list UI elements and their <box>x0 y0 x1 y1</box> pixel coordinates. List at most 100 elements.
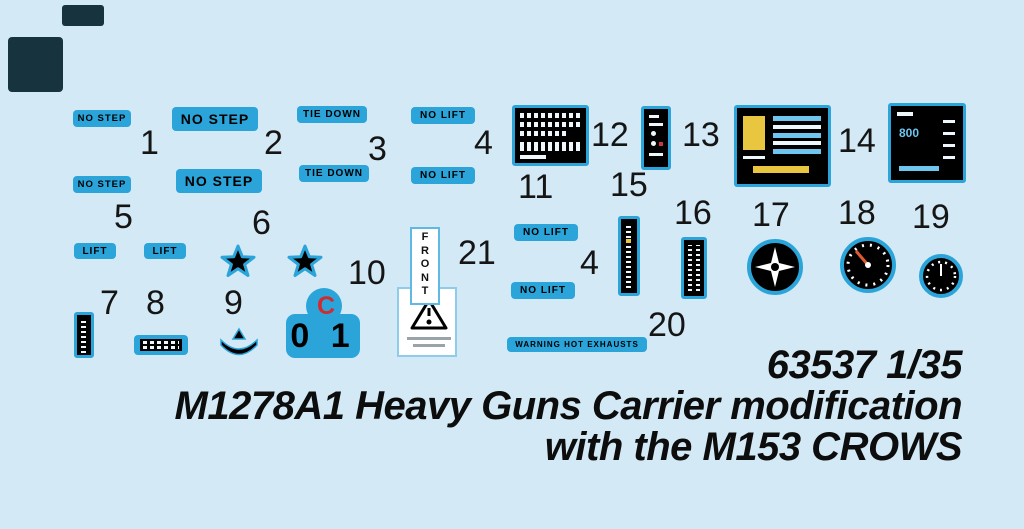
callout-7: 7 <box>100 284 119 322</box>
display-panel-decal: 800 <box>888 103 966 183</box>
callout-18: 18 <box>838 194 876 232</box>
callout-11: 11 <box>518 168 554 206</box>
panel-texture <box>696 245 700 291</box>
panel-texture <box>743 156 765 159</box>
panel-texture <box>743 116 765 150</box>
bumper-digits-decal: 0 1 <box>286 314 360 358</box>
placard-strip-decal <box>74 312 94 358</box>
placard-text-line <box>413 344 445 347</box>
panel-texture <box>626 224 631 288</box>
front-letter: N <box>421 271 429 284</box>
screen-panel-decal <box>512 105 589 166</box>
decal-no-step: NO STEP <box>73 176 131 193</box>
decal-warning-hot-exhausts: WARNING HOT EXHAUSTS <box>507 337 647 352</box>
compass-gauge-icon <box>746 238 804 296</box>
footer-title-block: 63537 1/35 M1278A1 Heavy Guns Carrier mo… <box>174 343 963 469</box>
front-letter: F <box>421 231 429 243</box>
decal-no-lift: NO LIFT <box>511 282 575 299</box>
callout-8: 8 <box>146 284 165 322</box>
panel-texture <box>649 123 663 126</box>
kit-number: 63537 1/35 <box>766 343 963 387</box>
panel-texture <box>651 131 656 136</box>
panel-texture <box>649 115 659 118</box>
panel-texture <box>520 131 566 136</box>
callout-10: 10 <box>348 254 386 292</box>
panel-texture <box>520 113 580 118</box>
panel-texture <box>773 149 821 154</box>
panel-texture <box>81 319 86 353</box>
star-icon <box>220 243 256 279</box>
panel-texture <box>773 133 821 138</box>
decal-no-step: NO STEP <box>73 110 131 127</box>
callout-3: 3 <box>368 130 387 168</box>
front-letter: O <box>420 258 430 270</box>
data-plate-decal <box>134 335 188 355</box>
panel-texture <box>943 120 955 123</box>
decal-tie-down: TIE DOWN <box>299 165 369 182</box>
panel-texture <box>626 239 631 243</box>
panel-texture <box>899 166 939 171</box>
decal-no-lift: NO LIFT <box>514 224 578 241</box>
dark-fragment <box>62 5 104 26</box>
panel-readout-800: 800 <box>899 126 920 140</box>
panel-texture <box>753 166 809 173</box>
panel-texture <box>651 141 656 146</box>
panel-texture <box>943 144 955 147</box>
callout-12: 12 <box>591 116 629 154</box>
panel-texture <box>897 112 913 116</box>
small-gauge-icon <box>918 253 964 299</box>
title-line-2: with the M153 CROWS <box>544 425 963 469</box>
title-line-1: M1278A1 Heavy Guns Carrier modification <box>174 384 963 428</box>
control-panel-decal <box>734 105 831 187</box>
panel-texture <box>520 122 580 127</box>
star-icon <box>287 243 323 279</box>
decal-lift: LIFT <box>74 243 116 259</box>
panel-texture <box>773 116 821 121</box>
callout-14: 14 <box>838 122 876 160</box>
callout-6: 6 <box>252 204 271 242</box>
front-letter: T <box>421 285 429 297</box>
front-marking-decal: F R O N T <box>410 227 440 305</box>
insignia-icon <box>218 326 260 362</box>
decal-tie-down: TIE DOWN <box>297 106 367 123</box>
panel-texture <box>773 125 821 129</box>
red-c-marker: C <box>317 292 336 320</box>
decal-no-lift: NO LIFT <box>411 167 475 184</box>
speedometer-gauge-icon <box>839 236 897 294</box>
panel-texture <box>143 341 179 344</box>
callout-17: 17 <box>752 196 790 234</box>
panel-texture <box>520 142 580 151</box>
callout-2: 2 <box>264 124 283 162</box>
panel-texture <box>773 141 821 145</box>
placard-strip-decal <box>618 216 640 296</box>
warning-triangle-icon <box>410 298 448 330</box>
callout-9: 9 <box>224 284 243 322</box>
callout-21: 21 <box>458 234 496 272</box>
callout-1: 1 <box>140 124 159 162</box>
panel-texture <box>943 132 955 135</box>
decal-lift: LIFT <box>144 243 186 259</box>
callout-20: 20 <box>648 306 686 344</box>
dark-fragment <box>8 37 63 92</box>
callout-4: 4 <box>474 124 493 162</box>
decal-no-step: NO STEP <box>172 107 258 131</box>
placard-strip-decal <box>681 237 707 299</box>
decal-no-step: NO STEP <box>176 169 262 193</box>
panel-texture <box>688 245 692 291</box>
panel-texture <box>659 142 663 146</box>
callout-16: 16 <box>674 194 712 232</box>
plate-inner <box>140 339 182 351</box>
panel-texture <box>520 155 546 159</box>
panel-texture <box>943 156 955 159</box>
callout-4b: 4 <box>580 244 599 282</box>
switch-panel-decal <box>641 106 671 170</box>
decal-no-lift: NO LIFT <box>411 107 475 124</box>
panel-texture <box>143 346 179 349</box>
placard-text-line <box>407 337 451 340</box>
callout-13: 13 <box>682 116 720 154</box>
callout-19: 19 <box>912 198 950 236</box>
callout-15: 15 <box>610 166 648 204</box>
front-letter: R <box>421 244 429 257</box>
panel-texture <box>649 153 663 156</box>
